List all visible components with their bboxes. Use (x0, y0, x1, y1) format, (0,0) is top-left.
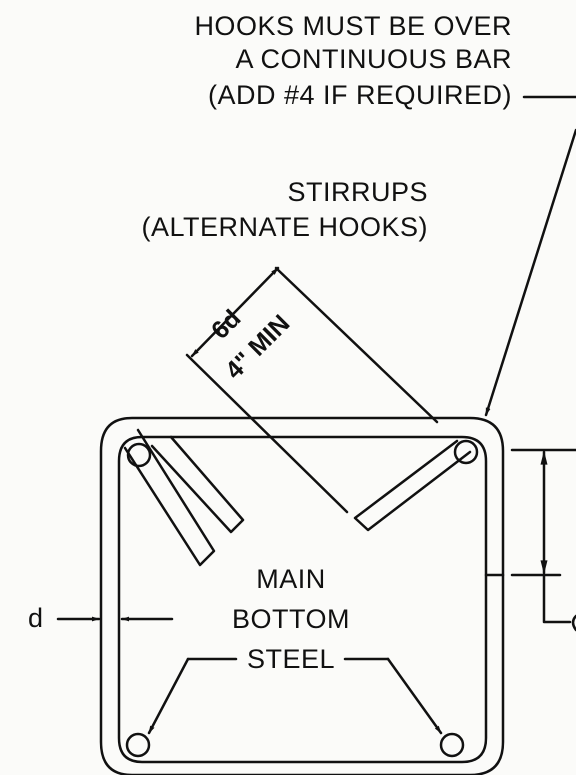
hook-extension-dimension-line (190, 266, 280, 358)
main-steel-label-line-2: BOTTOM (231, 604, 350, 634)
hook-note-line-1: HOOKS MUST BE OVER (194, 11, 512, 41)
steel-leader-left (147, 657, 190, 735)
hook-note-line-2: A CONTINUOUS BAR (235, 44, 512, 74)
main-bar-bottom-left (125, 732, 151, 758)
hook-note-line-3: (ADD #4 IF REQUIRED) (207, 80, 512, 110)
stirrups-label: STIRRUPS (287, 177, 428, 207)
stirrup-outer-loop (99, 416, 505, 775)
stirrups-sublabel: (ALTERNATE HOOKS) (141, 212, 428, 242)
steel-leader-right (386, 657, 443, 735)
main-bar-top-left (126, 442, 152, 468)
right-dim-leader-tail (571, 614, 576, 632)
hook-extension-witness-outer (274, 266, 439, 424)
bar-diameter-label: d (28, 603, 44, 633)
hook-leg-right (353, 439, 472, 532)
main-steel-label-line-1: MAIN (256, 564, 326, 594)
stirrup-inner-loop (117, 435, 488, 764)
main-steel-label-line-3: STEEL (246, 644, 336, 674)
main-bar-bottom-right (439, 732, 465, 758)
hook-leg-left-inner (150, 435, 245, 534)
main-bar-top-right (453, 439, 479, 465)
hook-leg-left-outer (123, 428, 216, 567)
hook-extension-witness-inner (185, 353, 349, 514)
hook-note-leader-diagonal (484, 128, 576, 417)
right-dim-leader (542, 573, 572, 624)
